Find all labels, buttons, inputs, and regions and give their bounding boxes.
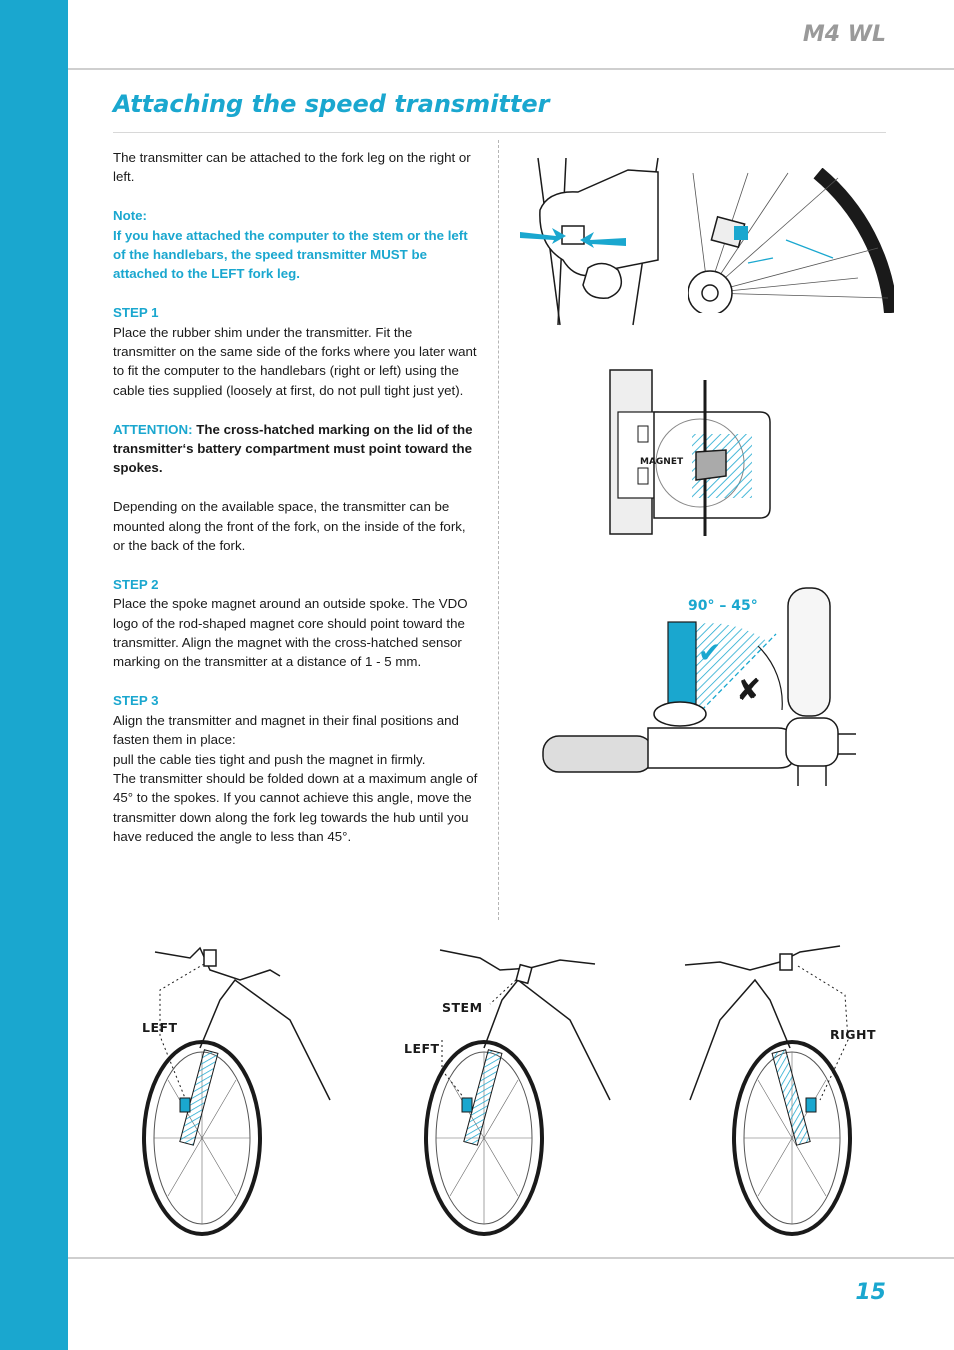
step3-paragraph: STEP 3 Align the transmitter and magnet … [113,691,478,846]
svg-text:✔: ✔ [698,636,721,669]
model-title: M4 WL [802,22,886,47]
title-underline [113,132,886,133]
figure-bike-stem [424,949,611,1236]
figure-wheel-transmitter [688,168,894,313]
step1-label: STEP 1 [113,305,159,321]
side-color-bar [0,0,68,1350]
figure-bike-left [142,946,331,1236]
angle-label: 90° – 45° [688,598,758,614]
column-divider [498,140,499,920]
bike1-left-label: LEFT [142,1020,178,1035]
step1-paragraph: STEP 1 Place the rubber shim under the t… [113,303,478,400]
attention-paragraph: ATTENTION: The cross-hatched marking on … [113,420,478,478]
step3-line3: The transmitter should be folded down at… [113,770,478,845]
page-number: 15 [855,1280,886,1305]
header-rule [68,68,954,70]
note-text: If you have attached the computer to the… [113,227,468,282]
footer-rule [68,1257,954,1259]
intro-paragraph: The transmitter can be attached to the f… [113,150,471,185]
magnet-label: MAGNET [640,457,684,467]
note-paragraph: Note: If you have attached the computer … [113,206,478,284]
step3-label: STEP 3 [113,693,159,709]
figure-hand-attach [520,157,659,326]
step2-text: Place the spoke magnet around an outside… [113,596,468,670]
page-title: Attaching the speed transmitter [113,90,550,118]
note-label: Note: [113,208,147,224]
instructions-text: The transmitter can be attached to the f… [113,148,478,866]
step3-line2: pull the cable ties tight and push the m… [113,751,426,767]
mounting-paragraph: Depending on the available space, the tr… [113,499,466,554]
step2-label: STEP 2 [113,576,159,592]
bike2-stem-label: STEM [442,1000,483,1015]
step2-paragraph: STEP 2 Place the spoke magnet around an … [113,575,478,672]
svg-text:✘: ✘ [736,673,761,708]
attention-text: The cross-hatched marking on the lid of … [113,421,473,476]
bike3-right-label: RIGHT [830,1027,877,1042]
bike2-left-label: LEFT [404,1041,440,1056]
figure-angle: ✔ ✘ 90° – 45° [542,587,856,786]
attention-label: ATTENTION: [113,421,193,437]
step1-text: Place the rubber shim under the transmit… [113,324,477,398]
figure-magnet-alignment: MAGNET [609,369,771,536]
figure-bike-right [684,945,852,1236]
step3-line1: Align the transmitter and magnet in thei… [113,712,459,748]
